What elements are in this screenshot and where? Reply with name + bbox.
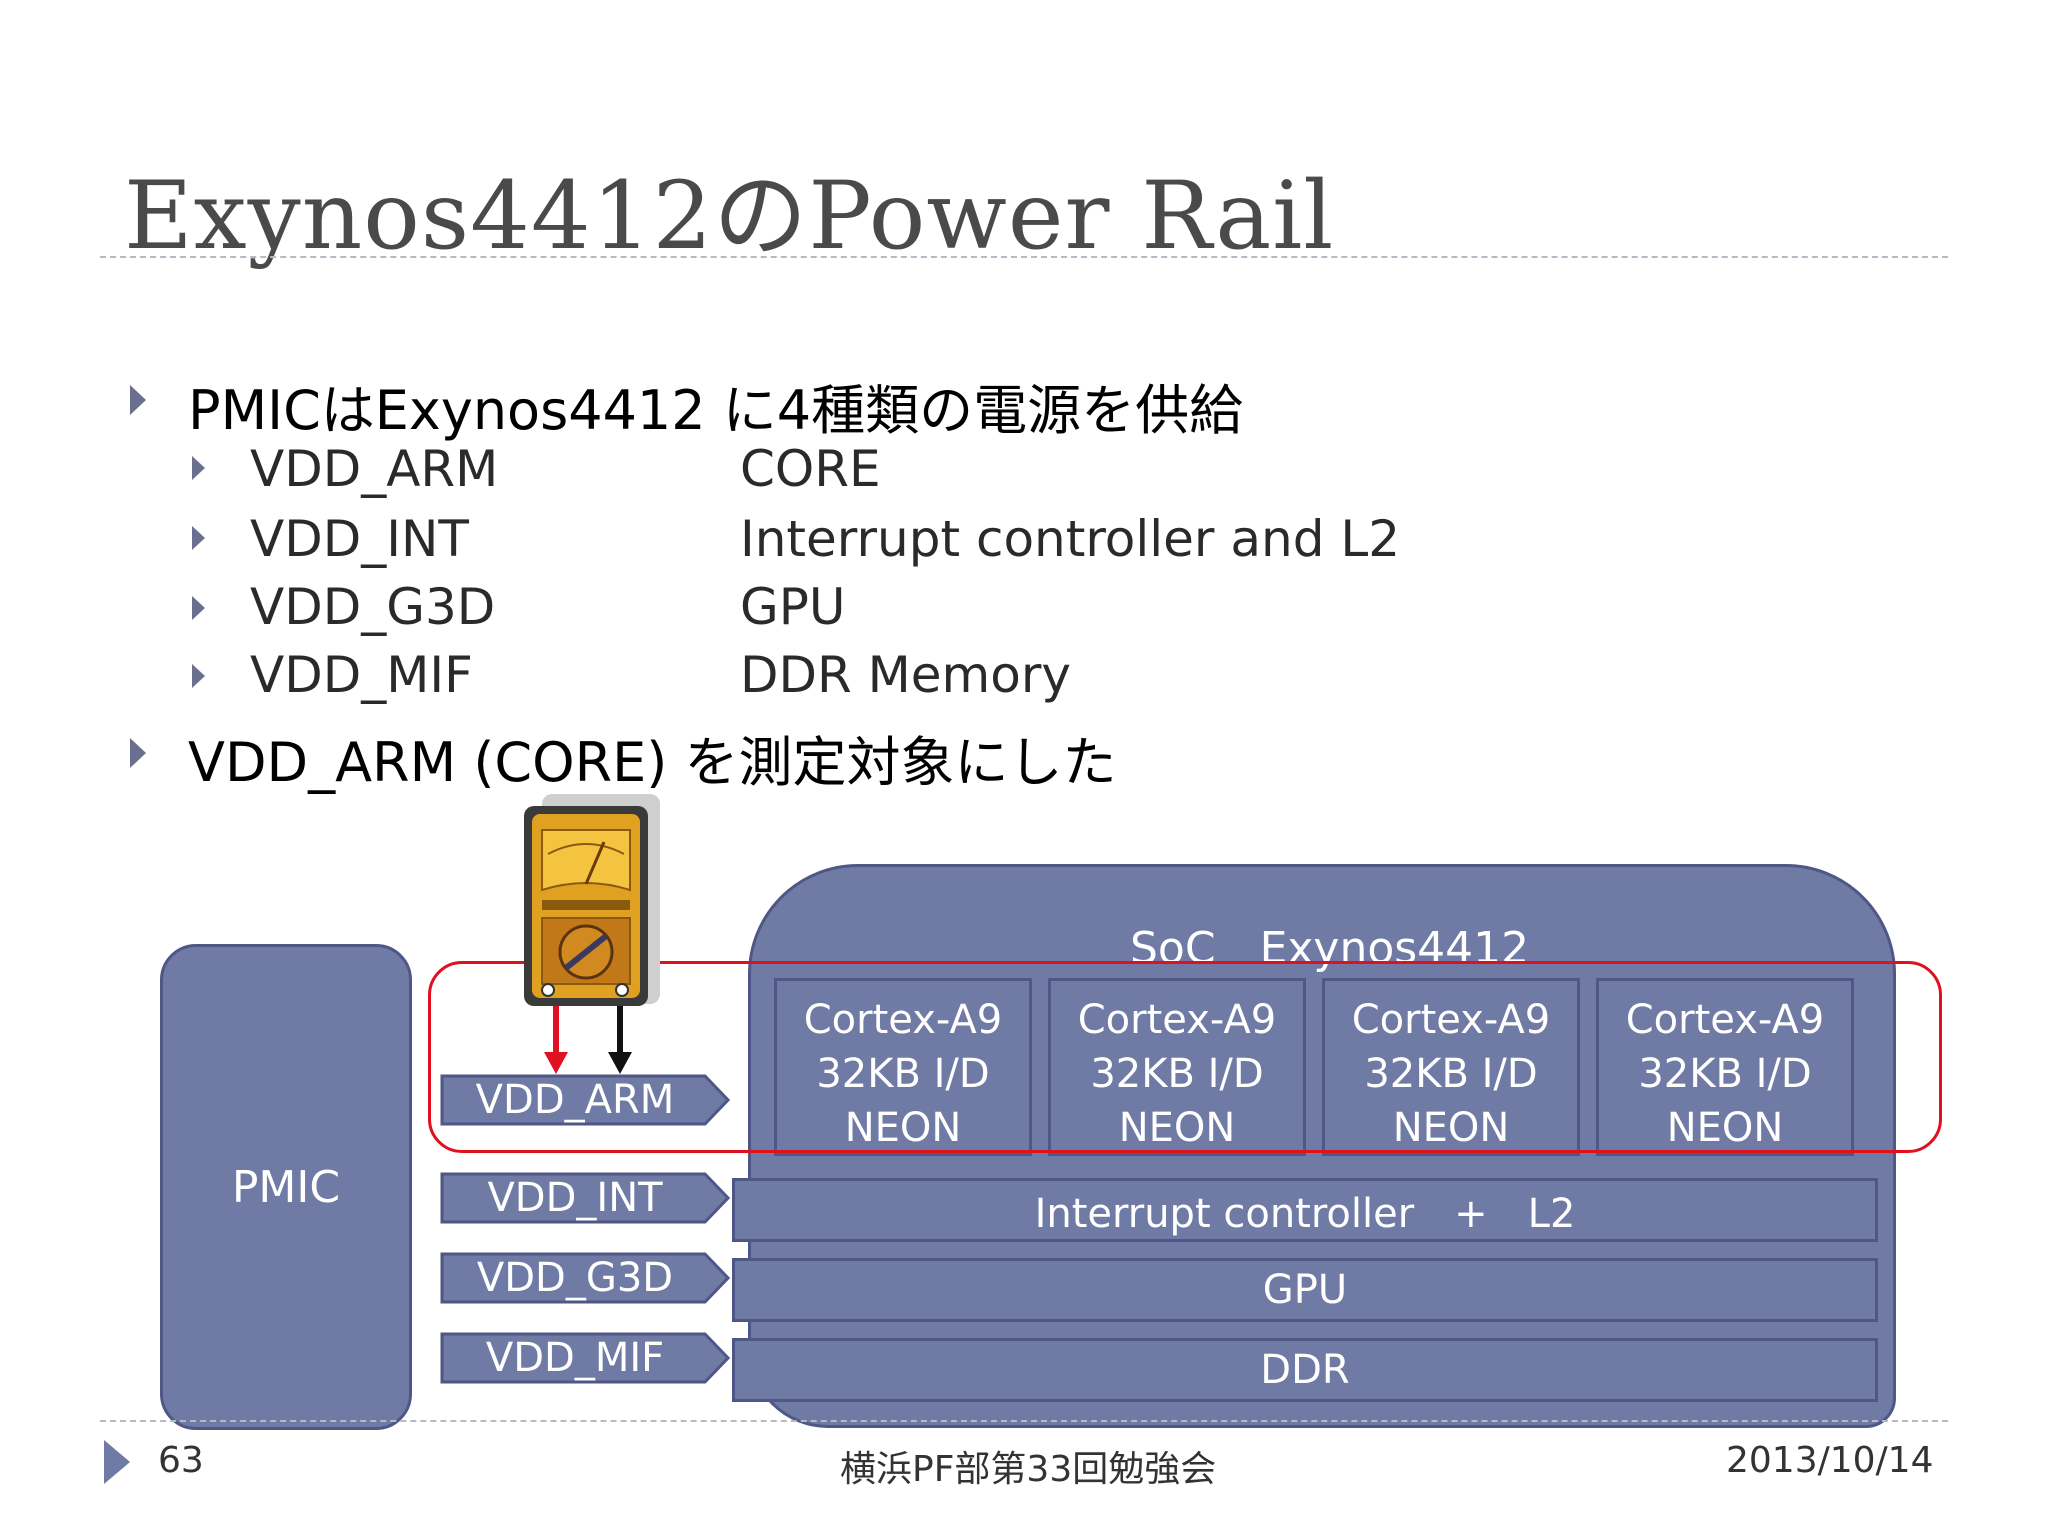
rail-label: VDD_INT xyxy=(487,1175,663,1221)
bullet-arrow-icon xyxy=(130,738,146,768)
core-type: Cortex-A9 xyxy=(803,997,1003,1043)
core-cache: 32KB I/D xyxy=(1090,1051,1264,1097)
multimeter-icon xyxy=(524,794,660,1074)
rail-label: VDD_G3D xyxy=(476,1255,674,1301)
core-type: Cortex-A9 xyxy=(1351,997,1551,1043)
core-cache: 32KB I/D xyxy=(816,1051,990,1097)
rail-desc-g3d: GPU xyxy=(740,578,846,636)
ddr-block: DDR xyxy=(732,1338,1878,1402)
rail-arrow-vdd-int: VDD_INT xyxy=(440,1172,730,1224)
core-neon: NEON xyxy=(1666,1105,1784,1151)
core-cache: 32KB I/D xyxy=(1638,1051,1812,1097)
core-type: Cortex-A9 xyxy=(1625,997,1825,1043)
core-type: Cortex-A9 xyxy=(1077,997,1277,1043)
rail-label: VDD_ARM xyxy=(475,1077,675,1123)
rail-name-mif: VDD_MIF xyxy=(250,646,473,704)
rail-arrow-vdd-arm: VDD_ARM xyxy=(440,1074,730,1126)
interrupt-l2-block: Interrupt controller + L2 xyxy=(732,1178,1878,1242)
page-number: 63 xyxy=(158,1440,204,1481)
footer-divider xyxy=(100,1420,1948,1422)
core-box: Cortex-A9 32KB I/D NEON xyxy=(1048,978,1306,1156)
rail-desc-mif: DDR Memory xyxy=(740,646,1071,704)
slide-title: Exynos4412のPower Rail xyxy=(124,162,1335,271)
footer-event: 横浜PF部第33回勉強会 xyxy=(840,1449,1217,1490)
bullet-pmic: PMICはExynos4412 に4種類の電源を供給 xyxy=(188,379,1244,442)
footer-date: 2013/10/14 xyxy=(1726,1440,1934,1481)
core-box: Cortex-A9 32KB I/D NEON xyxy=(1596,978,1854,1156)
pmic-block: PMIC xyxy=(160,944,412,1430)
sub-bullet-arrow-icon xyxy=(192,596,205,620)
core-neon: NEON xyxy=(1392,1105,1510,1151)
core-neon: NEON xyxy=(1118,1105,1236,1151)
sub-bullet-arrow-icon xyxy=(192,664,205,688)
bullet-arrow-icon xyxy=(130,385,146,415)
measurement-highlight xyxy=(428,961,1942,1153)
footer-arrow-icon xyxy=(104,1440,130,1484)
rail-label: VDD_MIF xyxy=(485,1335,665,1381)
soc-label: SoC Exynos4412 xyxy=(1130,923,1530,974)
rail-arrow-vdd-g3d: VDD_G3D xyxy=(440,1252,730,1304)
gpu-block: GPU xyxy=(732,1258,1878,1322)
core-box: Cortex-A9 32KB I/D NEON xyxy=(774,978,1032,1156)
core-box: Cortex-A9 32KB I/D NEON xyxy=(1322,978,1580,1156)
rail-desc-arm: CORE xyxy=(740,440,881,498)
core-cache: 32KB I/D xyxy=(1364,1051,1538,1097)
rail-name-arm: VDD_ARM xyxy=(250,440,499,498)
title-divider xyxy=(100,256,1948,258)
rail-name-g3d: VDD_G3D xyxy=(250,578,496,636)
bullet-measure-target: VDD_ARM (CORE) を測定対象にした xyxy=(188,731,1117,794)
rail-arrow-vdd-mif: VDD_MIF xyxy=(440,1332,730,1384)
sub-bullet-arrow-icon xyxy=(192,526,205,550)
core-neon: NEON xyxy=(844,1105,962,1151)
sub-bullet-arrow-icon xyxy=(192,456,205,480)
rail-name-int: VDD_INT xyxy=(250,510,469,568)
rail-desc-int: Interrupt controller and L2 xyxy=(740,510,1401,568)
